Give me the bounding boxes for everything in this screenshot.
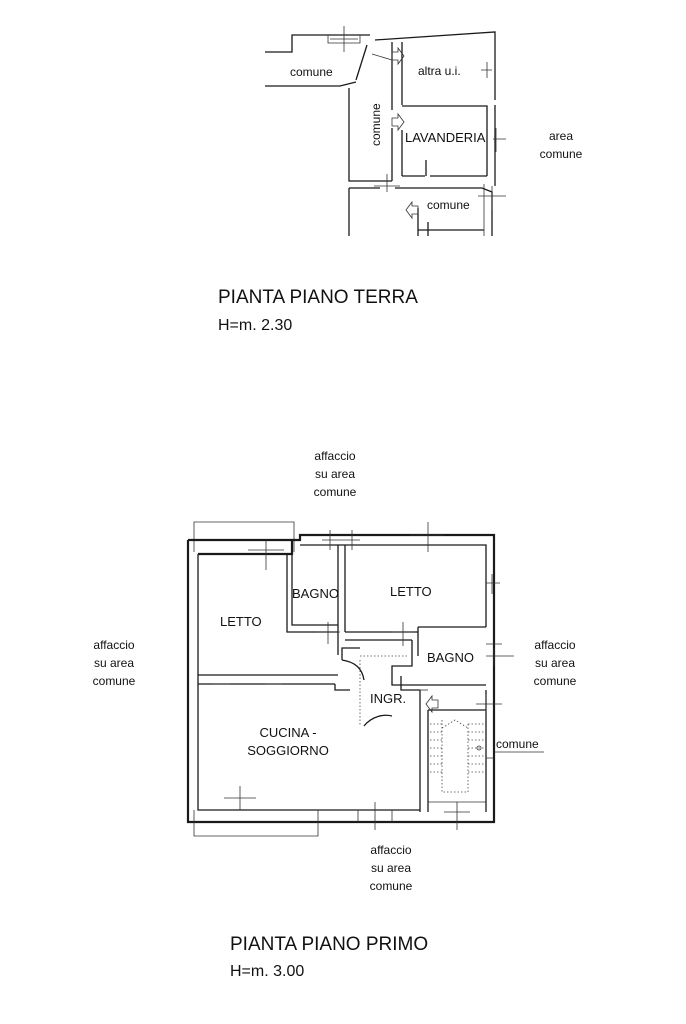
first-floor-wall <box>292 533 496 685</box>
first-floor-wall <box>391 640 486 686</box>
comune-label: comune <box>290 65 333 79</box>
window-mark <box>357 802 393 830</box>
ground-floor-wall <box>417 208 429 236</box>
affaccio-right-label: affaccio su area comune <box>534 638 577 688</box>
ground-floor-title: PIANTA PIANO TERRA <box>218 287 418 308</box>
first-floor-title: PIANTA PIANO PRIMO <box>230 934 428 955</box>
ground-floor-wall <box>374 31 496 100</box>
ground-floor-wall <box>349 187 493 236</box>
first-floor-wall <box>300 544 487 627</box>
ground-floor-plan <box>265 26 506 236</box>
svg-text:affaccio: affaccio <box>93 638 134 652</box>
altra-ui-label: altra u.i. <box>418 64 461 78</box>
window-mark <box>486 751 544 759</box>
door-arrow-symbol <box>391 112 405 132</box>
svg-text:affaccio: affaccio <box>534 638 575 652</box>
window-mark <box>392 622 414 646</box>
ground-floor-wall <box>348 88 392 182</box>
affaccio-bottom-label: affaccio su area comune <box>370 843 413 893</box>
comune-label: comune <box>369 103 383 146</box>
first-floor-wall <box>186 540 428 824</box>
window-mark <box>486 643 514 666</box>
first-floor-wall <box>417 626 486 656</box>
first-floor-plan <box>186 521 544 837</box>
comune-label: comune <box>496 737 539 751</box>
room-label-letto: LETTO <box>220 614 262 629</box>
first-floor-wall <box>291 554 338 626</box>
hall-outline <box>359 655 408 726</box>
window-mark <box>224 786 256 810</box>
room-label-letto: LETTO <box>390 584 432 599</box>
balcony <box>193 810 319 837</box>
window-mark <box>327 26 361 52</box>
svg-text:comune: comune <box>93 674 136 688</box>
window-mark <box>410 522 444 552</box>
svg-text:affaccio: affaccio <box>314 449 355 463</box>
room-label-bagno: BAGNO <box>292 586 339 601</box>
balcony <box>193 521 295 552</box>
svg-text:su area: su area <box>94 656 134 670</box>
ground-floor-wall <box>265 34 370 53</box>
first-floor-wall <box>341 659 365 681</box>
room-label-ingresso: INGR. <box>370 691 406 706</box>
svg-text:su area: su area <box>371 861 411 875</box>
window-mark <box>371 53 393 61</box>
svg-text:su area: su area <box>315 467 355 481</box>
window-mark <box>322 530 360 550</box>
door-arrow-symbol <box>391 46 405 66</box>
area-comune-label: comune <box>540 147 583 161</box>
first-floor-wall <box>188 538 294 556</box>
area-comune-label: area <box>549 129 573 143</box>
svg-text:affaccio: affaccio <box>370 843 411 857</box>
ground-floor-wall <box>355 44 368 81</box>
affaccio-left-label: affaccio su area comune <box>93 638 136 688</box>
lavanderia-label: LAVANDERIA <box>405 130 486 145</box>
ground-floor-wall <box>265 81 357 87</box>
window-mark <box>318 622 340 644</box>
first-floor-wall <box>428 685 496 824</box>
ground-floor-height: H=m. 2.30 <box>218 317 292 334</box>
ground-floor-wall <box>402 105 488 176</box>
comune-label: comune <box>427 198 470 212</box>
svg-text:comune: comune <box>314 485 357 499</box>
svg-text:comune: comune <box>534 674 577 688</box>
room-label-cucina: CUCINA - <box>259 725 316 740</box>
stairs-symbol <box>430 719 484 793</box>
door-arrow-symbol <box>425 694 439 714</box>
window-mark <box>248 540 284 570</box>
door-arrow-symbol <box>405 200 419 220</box>
svg-text:su area: su area <box>535 656 575 670</box>
window-mark <box>481 62 492 78</box>
window-mark <box>486 574 500 594</box>
window-mark <box>493 128 506 152</box>
first-floor-wall <box>197 554 420 811</box>
affaccio-top-label: affaccio su area comune <box>314 449 357 499</box>
window-mark <box>444 802 470 830</box>
first-floor-wall <box>334 684 350 691</box>
first-floor-height: H=m. 3.00 <box>230 963 304 980</box>
first-floor-wall <box>400 676 420 691</box>
room-label-bagno: BAGNO <box>427 650 474 665</box>
svg-text:comune: comune <box>370 879 413 893</box>
window-mark <box>476 694 502 712</box>
first-floor-wall <box>363 714 393 727</box>
room-label-soggiorno: SOGGIORNO <box>247 743 329 758</box>
first-floor-wall <box>341 647 360 660</box>
window-mark <box>374 174 400 192</box>
window-mark <box>478 186 506 210</box>
